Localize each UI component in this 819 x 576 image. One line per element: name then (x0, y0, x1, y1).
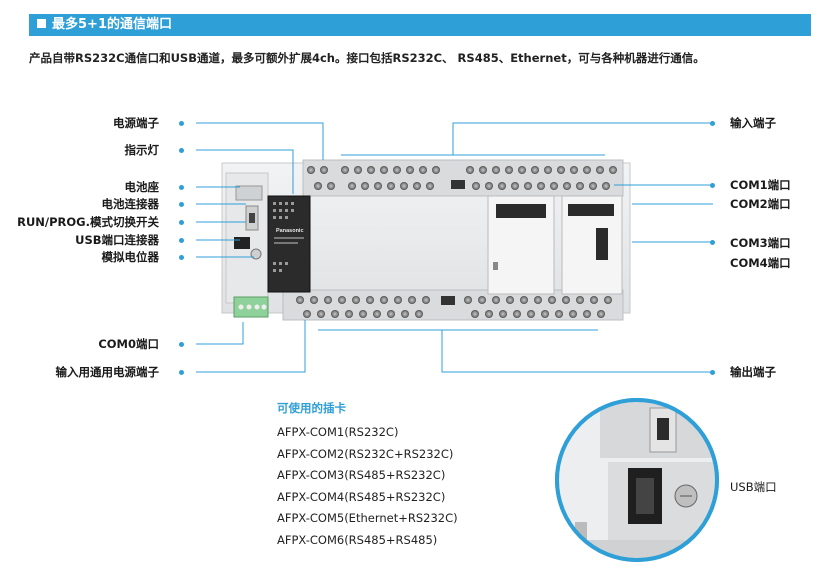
square-icon (37, 19, 46, 28)
bullet-icon (710, 240, 715, 245)
card-item: AFPX-COM5(Ethernet+RS232C) (277, 511, 458, 525)
label-output-terminal: 输出端子 (730, 365, 776, 379)
section-title: 最多5+1的通信端口 (52, 17, 172, 32)
label-usb-connector: USB端口连接器 (75, 233, 159, 247)
bullet-icon (179, 148, 184, 153)
bottom-terminals (296, 296, 612, 318)
card-item: AFPX-COM4(RS485+RS232C) (277, 490, 446, 504)
bullet-icon (179, 202, 184, 207)
bullet-icon (179, 255, 184, 260)
label-mode-switch: RUN/PROG.模式切换开关 (17, 215, 159, 229)
label-com0: COM0端口 (98, 337, 159, 351)
bullet-icon (179, 121, 184, 126)
card-item: AFPX-COM3(RS485+RS232C) (277, 468, 446, 482)
bullet-icon (710, 121, 715, 126)
bullet-icon (179, 185, 184, 190)
label-input-terminal: 输入端子 (730, 116, 776, 130)
label-com2: COM2端口 (730, 197, 791, 211)
cards-title: 可使用的插卡 (277, 401, 346, 415)
card-item: AFPX-COM1(RS232C) (277, 425, 399, 439)
top-terminals (307, 166, 617, 190)
section-header: 最多5+1的通信端口 (29, 14, 811, 36)
plc-illustration: Panasonic (196, 122, 719, 562)
label-com3: COM3端口 (730, 236, 791, 250)
bullet-icon (710, 183, 715, 188)
label-power-terminal: 电源端子 (113, 116, 159, 130)
label-com1: COM1端口 (730, 178, 791, 192)
bullet-icon (179, 342, 184, 347)
label-usb-port: USB端口 (730, 480, 777, 494)
label-com4: COM4端口 (730, 256, 791, 270)
label-input-power: 输入用通用电源端子 (55, 365, 160, 379)
card-item: AFPX-COM2(RS232C+RS232C) (277, 447, 454, 461)
label-battery-holder: 电池座 (124, 180, 160, 194)
bullet-icon (710, 370, 715, 375)
label-potentiometer: 模拟电位器 (101, 250, 160, 264)
label-indicator: 指示灯 (124, 143, 160, 157)
brand-logo: Panasonic (276, 228, 304, 234)
card-item: AFPX-COM6(RS485+RS485) (277, 533, 438, 547)
bullet-icon (179, 238, 184, 243)
label-battery-connector: 电池连接器 (101, 197, 160, 211)
intro-text: 产品自带RS232C通信口和USB通道，最多可额外扩展4ch。接口包括RS232… (29, 51, 705, 65)
bullet-icon (179, 220, 184, 225)
bullet-icon (179, 370, 184, 375)
